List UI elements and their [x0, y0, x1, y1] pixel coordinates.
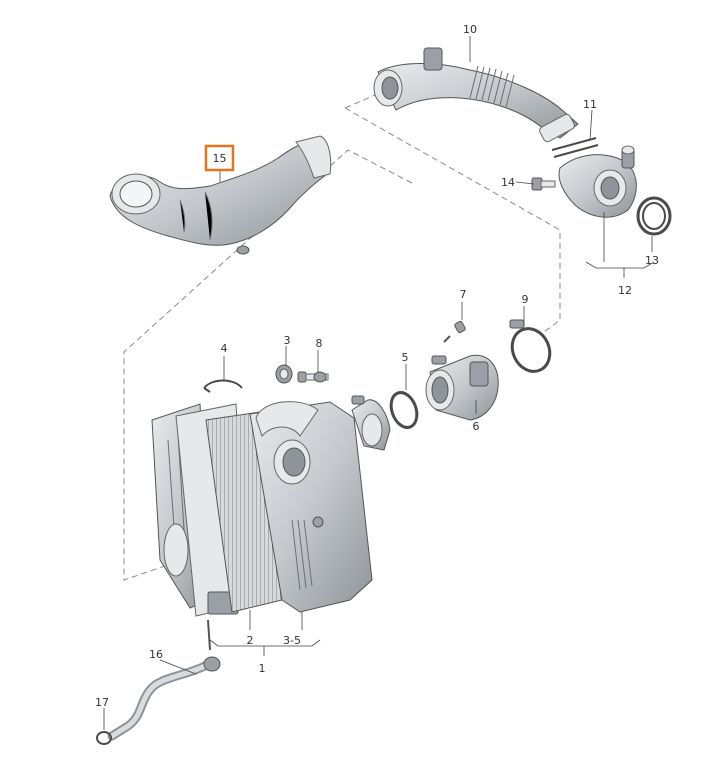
callout-9: 9	[522, 293, 529, 306]
callout-5: 5	[402, 351, 409, 364]
callout-12: 12	[618, 284, 632, 297]
bellows	[469, 65, 515, 108]
leader-lines	[103, 36, 655, 730]
part-15-intake-hose	[109, 135, 332, 255]
part-4-clip	[203, 379, 243, 393]
callout-14: 14	[501, 176, 515, 189]
callout-7: 7	[460, 288, 467, 301]
part-14-bolt	[531, 177, 556, 191]
callout-2: 2	[247, 634, 254, 647]
part-12-connector	[558, 145, 637, 218]
callout-labels: 1 2 3 3-5 4 5 6 7 8 9 10 11 12 13 14 15 …	[95, 23, 659, 709]
callout-17: 17	[95, 696, 109, 709]
callout-1: 1	[259, 662, 266, 675]
callout-11: 11	[583, 98, 597, 111]
part-9-clamp	[509, 319, 552, 373]
part-3-grommet	[275, 364, 293, 384]
part-8-bolt	[297, 371, 329, 383]
callout-6: 6	[473, 420, 480, 433]
assembly-guides	[123, 94, 561, 581]
callout-4: 4	[221, 342, 228, 355]
part-7-screw	[443, 320, 466, 343]
callout-3: 3	[284, 334, 291, 347]
callout-10: 10	[463, 23, 477, 36]
highlight-box-15	[204, 144, 235, 172]
part-16-breather-hose	[107, 619, 221, 741]
part-6-maf-sensor	[425, 354, 499, 421]
callout-13: 13	[645, 254, 659, 267]
callout-8: 8	[316, 337, 323, 350]
part-11-seal	[551, 137, 599, 158]
part-13-clamp	[636, 196, 672, 236]
part-5-o-ring	[389, 391, 419, 429]
part-17-hose-clamp	[96, 731, 112, 745]
part-1-air-filter-housing	[151, 395, 391, 617]
part-10-intake-duct	[373, 47, 579, 143]
callout-16: 16	[149, 648, 163, 661]
callout-15: 15	[213, 152, 227, 165]
callout-3-5: 3-5	[283, 634, 301, 647]
